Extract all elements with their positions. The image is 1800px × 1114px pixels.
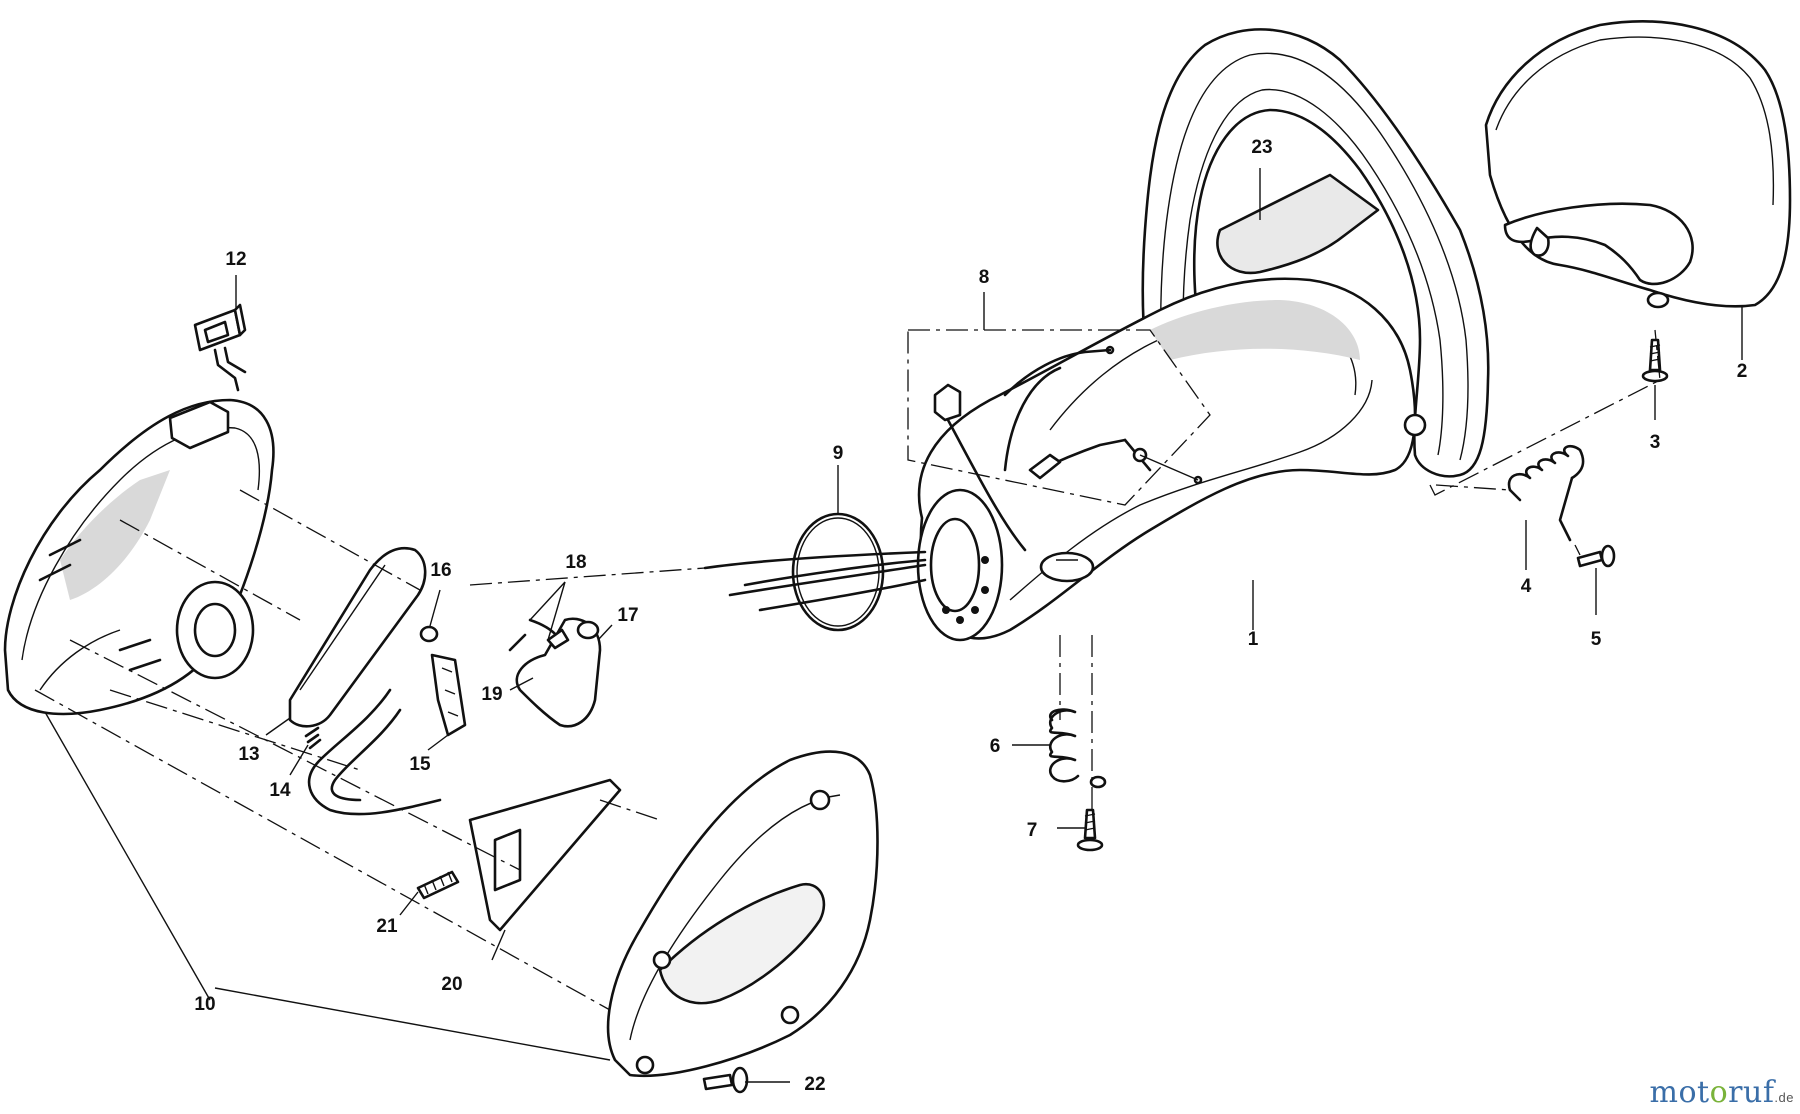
part-17-lever — [515, 617, 602, 728]
cable-grommet — [916, 488, 1004, 642]
right-housing-half — [606, 750, 879, 1077]
callout-9: 9 — [833, 443, 844, 464]
callout-23: 23 — [1251, 137, 1272, 158]
part-15-latch — [430, 653, 467, 737]
leader-lines — [44, 168, 1743, 1083]
wiring-harness-assembly — [907, 329, 1211, 552]
callout-17: 17 — [617, 605, 638, 626]
callout-18: 18 — [565, 552, 586, 573]
front-handle-loop — [1141, 28, 1490, 478]
assembly-lines — [34, 329, 1661, 1011]
callout-19: 19 — [481, 684, 502, 705]
callout-6: 6 — [990, 736, 1001, 757]
watermark-text-2: o — [1709, 1075, 1729, 1110]
screw-3 — [1641, 338, 1669, 383]
callout-labels: 1 2 3 4 5 6 7 8 9 10 12 13 14 15 16 17 1… — [194, 137, 1747, 1095]
trigger-rod — [307, 688, 622, 932]
hand-guard — [1484, 20, 1792, 309]
callout-7: 7 — [1027, 820, 1038, 841]
part-14-spring — [304, 726, 322, 750]
watermark-tld: .de — [1774, 1090, 1794, 1105]
part-16-bushing — [419, 625, 439, 643]
callout-1: 1 — [1248, 629, 1259, 650]
watermark-text-3: ruf — [1728, 1075, 1775, 1110]
cable-ends — [703, 550, 927, 612]
callout-20: 20 — [441, 974, 462, 995]
watermark-logo: motoruf.de — [1650, 1075, 1794, 1110]
callout-21: 21 — [376, 916, 398, 937]
power-switch — [193, 303, 247, 392]
part-18-spring-link — [508, 618, 570, 652]
part-21-spring — [416, 870, 460, 900]
callout-12: 12 — [225, 249, 246, 270]
callout-22: 22 — [804, 1074, 825, 1095]
callout-10: 10 — [194, 994, 215, 1015]
screw-5 — [1576, 544, 1616, 568]
part-23-label-decal — [1216, 173, 1380, 275]
callout-5: 5 — [1591, 629, 1602, 650]
o-ring — [791, 512, 885, 632]
watermark-text-1: mot — [1649, 1075, 1710, 1110]
callout-8: 8 — [979, 267, 990, 288]
callout-3: 3 — [1650, 432, 1661, 453]
callout-4: 4 — [1521, 576, 1532, 597]
callout-13: 13 — [238, 744, 259, 765]
spring-4 — [1507, 444, 1585, 542]
left-housing-half — [3, 398, 275, 716]
callout-15: 15 — [409, 754, 431, 775]
trigger-cover — [288, 546, 427, 728]
screw-7 — [1076, 808, 1104, 852]
callout-16: 16 — [430, 560, 451, 581]
spring-6 — [1049, 708, 1107, 789]
callout-14: 14 — [269, 780, 291, 801]
screw-22 — [702, 1066, 749, 1094]
callout-2: 2 — [1737, 361, 1748, 382]
